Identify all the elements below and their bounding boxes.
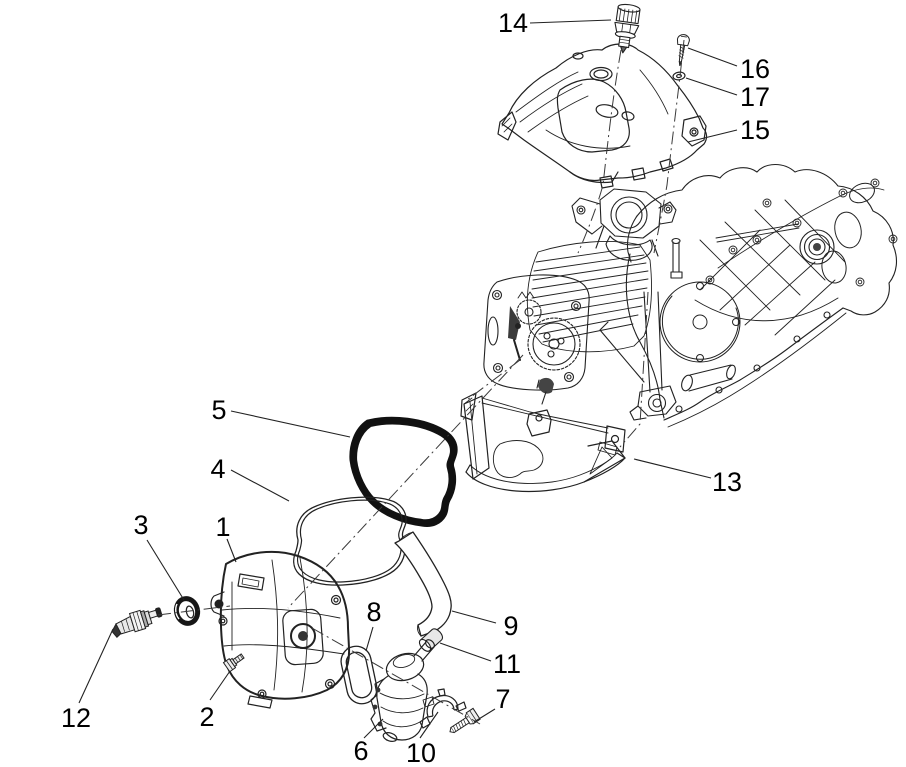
crankcase-bolt-bosses <box>705 178 898 287</box>
callout-9-leader <box>451 610 497 624</box>
callout-14-label: 14 <box>498 8 528 38</box>
callout-9-label: 9 <box>503 611 518 641</box>
shroud-drawing <box>497 43 708 189</box>
axis-cap-shroud <box>577 49 622 254</box>
stand-strut <box>599 291 677 421</box>
callout-16-label: 16 <box>740 54 770 84</box>
axis-bracket-left <box>466 359 521 401</box>
callout-8-label: 8 <box>366 597 381 627</box>
callout-15-leader <box>687 129 738 143</box>
callout-6-leader <box>363 718 384 739</box>
crankcase-rib-lattice <box>694 199 846 336</box>
callout-6-label: 6 <box>353 736 368 766</box>
screw-7-drawing <box>449 707 481 734</box>
screw-16-drawing <box>676 34 690 67</box>
crank-cover-circle <box>659 281 741 363</box>
callout-14-leader <box>529 19 612 24</box>
axis-main-cover <box>287 354 524 609</box>
callout-1-leader <box>226 538 237 563</box>
spoiler-bracket-drawing <box>460 392 626 493</box>
callout-12-label: 12 <box>61 703 91 733</box>
callout-13-leader <box>633 458 712 479</box>
cover-screw-drawing <box>222 653 245 673</box>
crankcase-bearing-boss <box>799 229 835 265</box>
callout-1-label: 1 <box>215 512 230 542</box>
callout-10-label: 10 <box>406 738 436 767</box>
spark-plug-drawing <box>111 607 163 639</box>
callout-13-label: 13 <box>712 467 742 497</box>
head-cover-drawing <box>210 550 351 709</box>
thick-gasket-drawing <box>349 416 458 527</box>
oil-separator-drawing <box>370 639 435 742</box>
grommet-drawing <box>173 596 201 626</box>
crankcase-openings <box>821 182 875 284</box>
intake-cluster <box>571 188 683 279</box>
washer-17-drawing <box>672 71 686 81</box>
callout-5-label: 5 <box>211 395 226 425</box>
callout-17-label: 17 <box>740 82 770 112</box>
axis-bracket-right <box>619 291 649 448</box>
callout-15-label: 15 <box>740 115 770 145</box>
cylinder-head-face <box>483 274 590 405</box>
callout-17-leader <box>685 77 738 96</box>
engine-mount-tube <box>681 364 736 392</box>
oring-drawing <box>340 645 378 705</box>
callout-3-label: 3 <box>133 510 148 540</box>
callout-16-leader <box>687 47 738 67</box>
callout-4-leader <box>230 469 290 502</box>
callout-5-leader <box>230 410 351 438</box>
callout-12-leader <box>78 628 114 704</box>
engine-assembly-drawing <box>483 163 898 428</box>
callout-7-leader <box>473 708 496 723</box>
axis-screw-shroud <box>653 39 685 254</box>
callout-10-leader <box>419 711 439 739</box>
callout-3-leader <box>146 539 185 601</box>
breather-hose-drawing <box>394 531 452 637</box>
callout-7-label: 7 <box>495 684 510 714</box>
oil-filler-cap-drawing <box>614 3 641 54</box>
crankcase-bottom-flange <box>663 307 847 428</box>
callout-2-label: 2 <box>199 702 214 732</box>
callout-11-label: 11 <box>493 649 521 679</box>
callout-11-leader <box>439 642 492 662</box>
assembly-axes <box>157 39 685 725</box>
callout-8-leader <box>365 626 374 652</box>
axis-breather <box>311 627 481 725</box>
callout-2-leader <box>209 670 231 701</box>
callout-4-label: 4 <box>210 454 225 484</box>
crankcase-outline <box>625 163 898 419</box>
axis-spark-plug <box>157 605 231 616</box>
